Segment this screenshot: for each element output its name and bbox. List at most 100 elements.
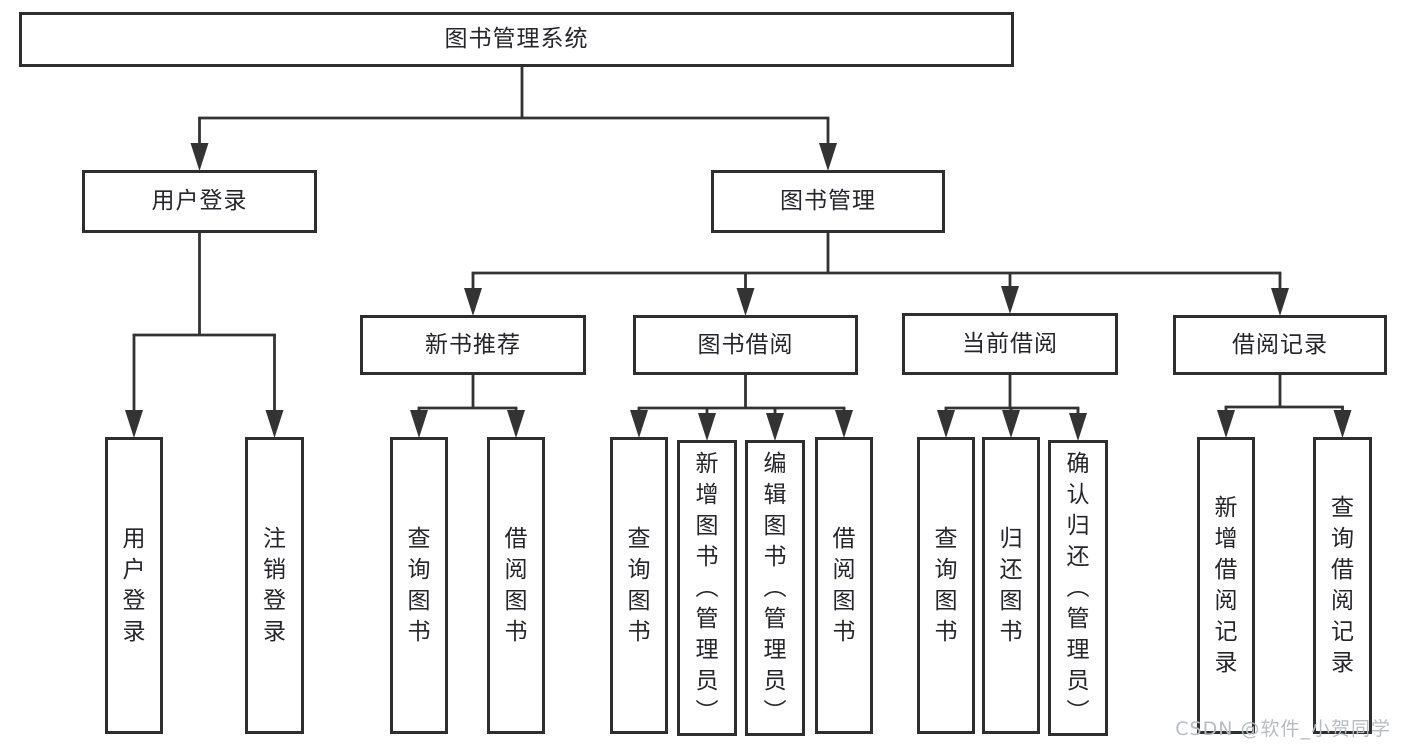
node-label-char: 员	[1066, 667, 1090, 694]
node-label-char: 登	[263, 587, 286, 614]
node-label-char: 书	[627, 618, 651, 645]
node-label: 图书管理	[780, 188, 876, 214]
node-current-borrow: 当前借阅	[902, 313, 1118, 375]
node-label-char: 询	[407, 556, 431, 583]
node-label-char: 询	[627, 556, 651, 583]
node-borrow-record: 借阅记录	[1173, 315, 1387, 375]
node-leaf-return-book: 归还图书	[982, 437, 1040, 734]
node-leaf-logout: 注销登录	[245, 437, 304, 734]
node-label-char: 书	[504, 618, 528, 645]
arrowhead-icon	[736, 288, 755, 316]
node-label-char: 阅	[832, 556, 856, 583]
node-label-char: 查	[407, 525, 431, 552]
node-label-char: 管	[695, 605, 719, 632]
node-label-char: 录	[1331, 649, 1354, 676]
node-label-char: 书	[695, 543, 719, 570]
arrowhead-icon	[1217, 410, 1235, 438]
node-label: 新书推荐	[425, 331, 521, 358]
node-label-char: 录	[263, 618, 286, 645]
node-leaf-borrow-book-2: 借阅图书	[815, 437, 873, 734]
watermark: CSDN @软件_小贺同学	[1175, 718, 1391, 740]
node-label-char: ︶	[695, 698, 719, 725]
node-label-char: 理	[1066, 636, 1090, 663]
arrowhead-icon	[630, 410, 648, 438]
node-label-char: 书	[934, 618, 958, 645]
node-leaf-query-borrow-record: 查询借阅记录	[1313, 437, 1372, 734]
node-label-char: 书	[407, 618, 431, 645]
node-label-char: 询	[934, 556, 958, 583]
node-new-book-rec: 新书推荐	[360, 315, 586, 375]
node-label-char: 借	[1331, 556, 1354, 583]
node-label-char: 还	[999, 556, 1023, 583]
node-label-char: 图	[832, 587, 856, 614]
arrowhead-icon	[410, 410, 428, 438]
node-leaf-user-login: 用户登录	[105, 437, 163, 734]
node-label-char: 管	[763, 605, 787, 632]
node-leaf-edit-book: 编辑图书︵管理员︶	[745, 440, 805, 736]
node-label-char: ︵	[695, 574, 719, 601]
node-label-char: 借	[1214, 556, 1238, 583]
node-label-char: 新	[1214, 494, 1238, 521]
node-label-char: 查	[627, 525, 651, 552]
node-label: 借阅记录	[1232, 331, 1328, 358]
arrowhead-icon	[819, 143, 837, 171]
node-label-char: 图	[695, 512, 719, 539]
node-user-login: 用户登录	[82, 170, 317, 233]
arrowhead-icon	[507, 410, 525, 438]
arrowhead-icon	[766, 413, 784, 441]
node-label-char: 员	[763, 667, 787, 694]
node-label-char: 管	[1066, 605, 1090, 632]
node-label-char: 认	[1066, 481, 1090, 508]
arrowhead-icon	[1001, 286, 1019, 314]
node-label-char: 查	[1331, 494, 1354, 521]
node-label-char: 新	[695, 450, 719, 477]
arrowhead-icon	[1069, 413, 1087, 441]
node-label-char: 增	[695, 481, 719, 508]
node-label-char: 确	[1066, 450, 1090, 477]
node-label-char: 书	[832, 618, 856, 645]
node-label-char: 借	[504, 525, 528, 552]
node-label-char: 图	[763, 512, 787, 539]
node-label-char: 书	[763, 543, 787, 570]
node-label-char: 归	[999, 525, 1023, 552]
node-label-char: 员	[695, 667, 719, 694]
node-label-char: 用	[122, 525, 146, 552]
node-book-mgmt: 图书管理	[711, 170, 945, 233]
node-label: 用户登录	[151, 188, 248, 214]
node-label-char: 理	[695, 636, 719, 663]
arrowhead-icon	[464, 288, 482, 316]
node-leaf-add-borrow-record: 新增借阅记录	[1197, 437, 1255, 734]
arrowhead-icon	[698, 413, 716, 441]
node-label-char: 图	[934, 587, 958, 614]
node-label-char: 销	[263, 556, 286, 583]
node-label-char: 图	[504, 587, 528, 614]
node-label-char: 图	[627, 587, 651, 614]
node-label-char: 询	[1331, 525, 1354, 552]
node-label-char: 还	[1066, 543, 1090, 570]
node-leaf-query-book-3: 查询图书	[917, 437, 975, 734]
node-label-char: 图	[407, 587, 431, 614]
arrowhead-icon	[1333, 410, 1352, 438]
node-label-char: ︵	[763, 574, 787, 601]
node-label: 当前借阅	[962, 330, 1058, 357]
node-label-char: 户	[122, 556, 146, 583]
arrowhead-icon	[835, 410, 853, 438]
node-label-char: 辑	[763, 481, 787, 508]
node-label-char: 阅	[1331, 587, 1354, 614]
node-label-char: 书	[999, 618, 1023, 645]
node-label-char: 注	[263, 525, 286, 552]
node-label: 图书管理系统	[444, 26, 589, 52]
arrowhead-icon	[125, 410, 143, 438]
node-label-char: 登	[122, 587, 146, 614]
node-label-char: 归	[1066, 512, 1090, 539]
arrowhead-icon	[937, 410, 955, 438]
node-leaf-query-book-2: 查询图书	[610, 437, 668, 734]
node-label-char: ︵	[1066, 574, 1090, 601]
node-book-borrow: 图书借阅	[633, 315, 858, 375]
node-label-char: 图	[999, 587, 1023, 614]
arrowhead-icon	[1002, 410, 1020, 438]
arrowhead-icon	[265, 410, 284, 438]
node-label-char: 借	[832, 525, 856, 552]
node-label-char: 阅	[1214, 587, 1238, 614]
node-label-char: 记	[1331, 618, 1354, 645]
